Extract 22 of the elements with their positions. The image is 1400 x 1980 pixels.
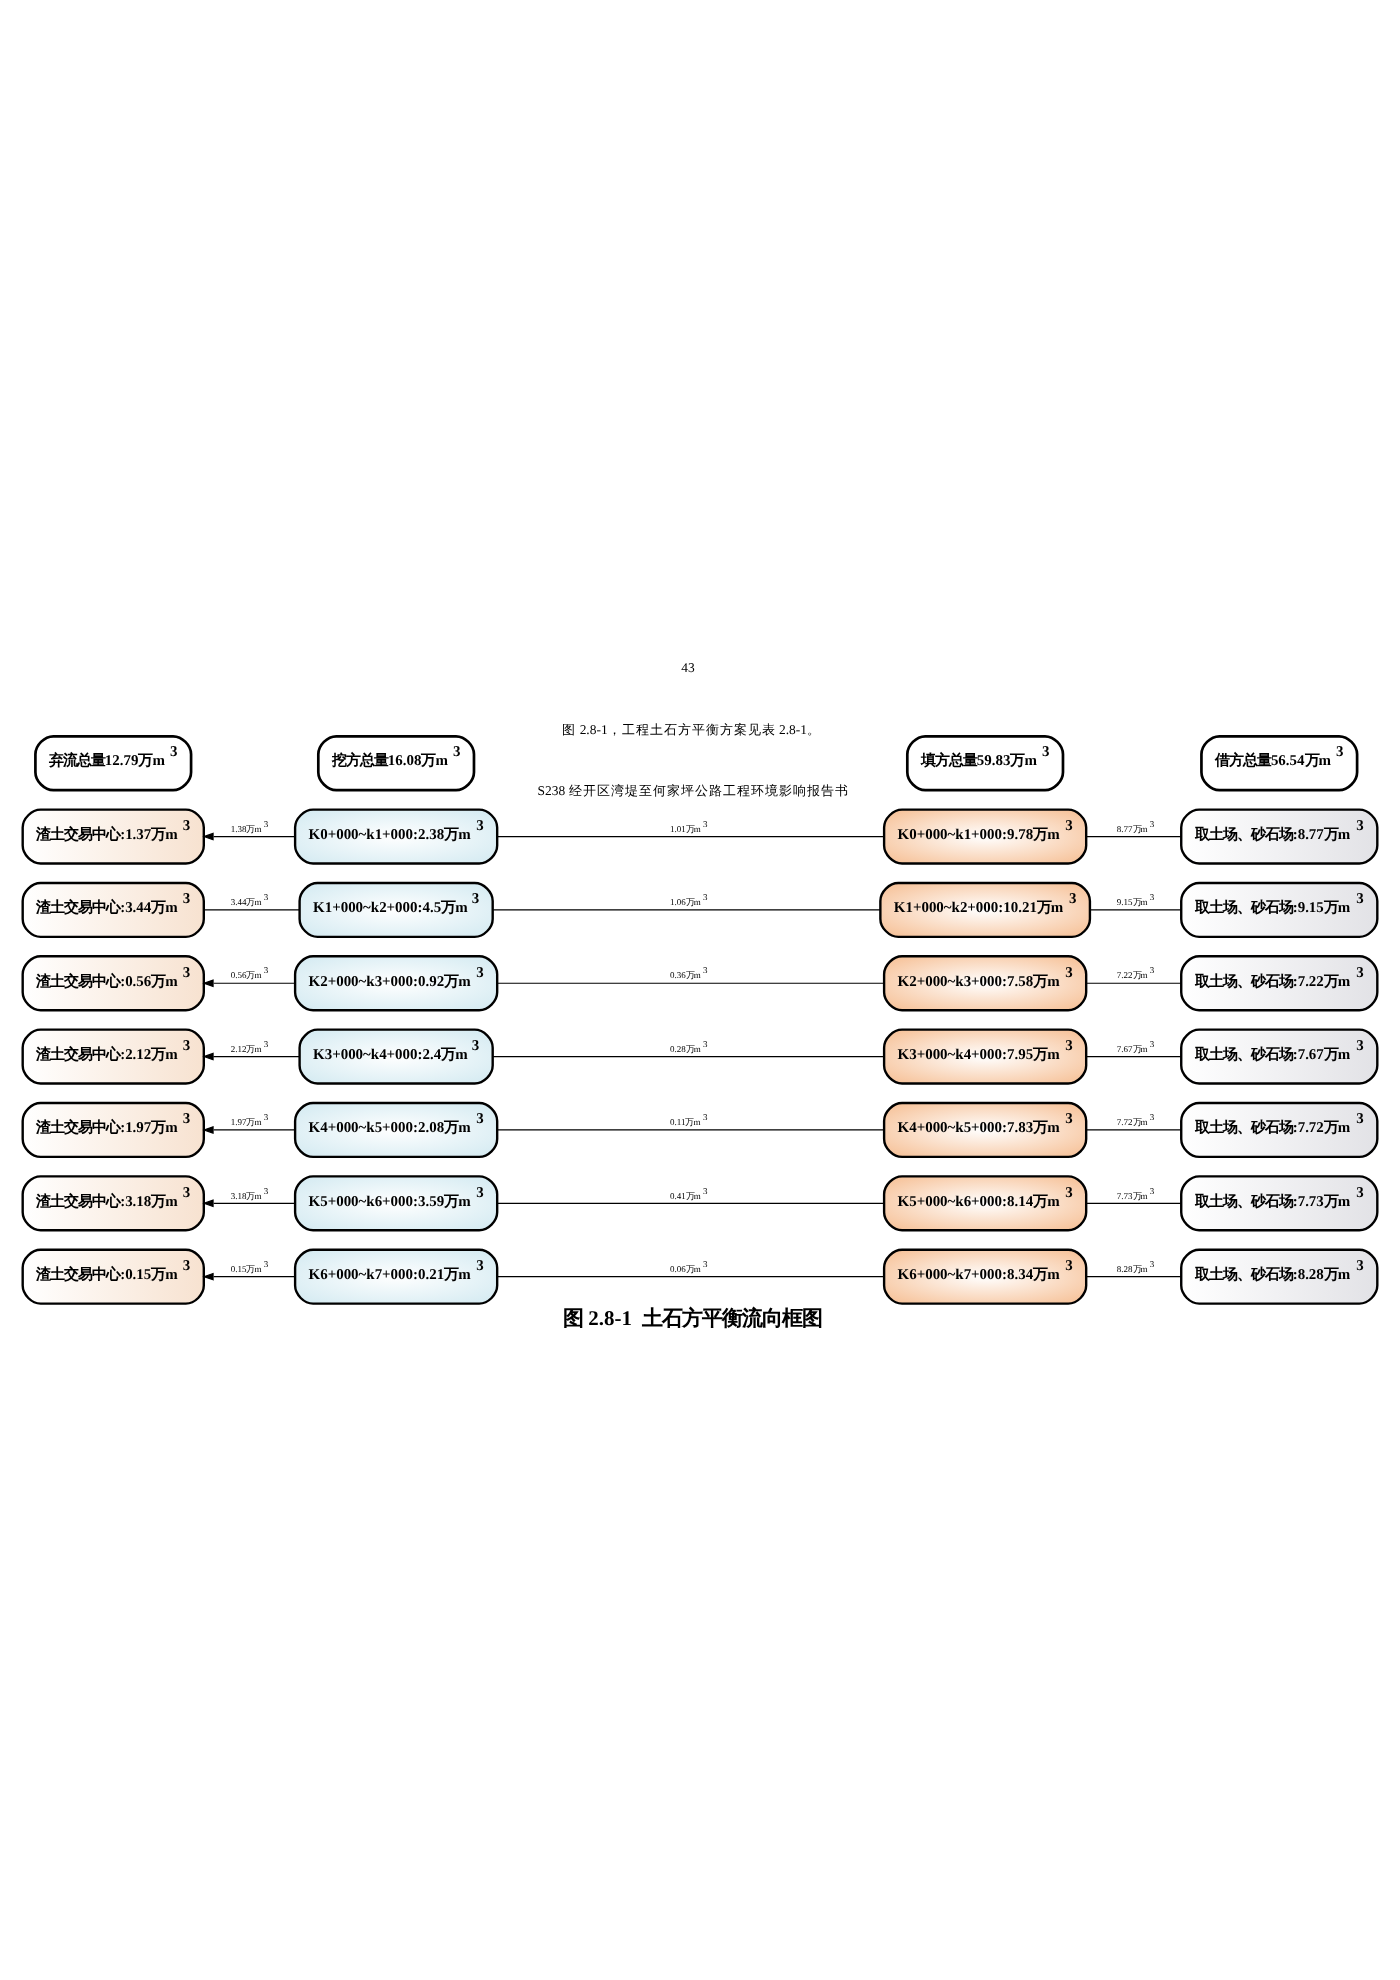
connector <box>1085 982 1182 984</box>
connector <box>492 1056 885 1058</box>
connector <box>1085 1129 1182 1131</box>
arrow <box>202 1125 296 1134</box>
caption: 图 2.8-1 土石方平衡流向框图 <box>563 1308 823 1331</box>
connector <box>497 836 885 838</box>
arrow <box>202 832 296 841</box>
connector <box>497 1129 885 1131</box>
connector <box>497 982 885 984</box>
connector <box>497 1202 885 1204</box>
connector <box>1085 1056 1182 1058</box>
connector <box>1085 836 1182 838</box>
connector <box>1085 1276 1182 1278</box>
arrow <box>202 1052 300 1061</box>
connector <box>1085 1202 1182 1204</box>
connector <box>1089 909 1182 911</box>
connector <box>492 909 881 911</box>
arrow <box>202 1272 296 1281</box>
arrow <box>202 1199 296 1208</box>
connector <box>203 909 300 911</box>
arrow <box>202 979 296 988</box>
connector <box>497 1276 885 1278</box>
